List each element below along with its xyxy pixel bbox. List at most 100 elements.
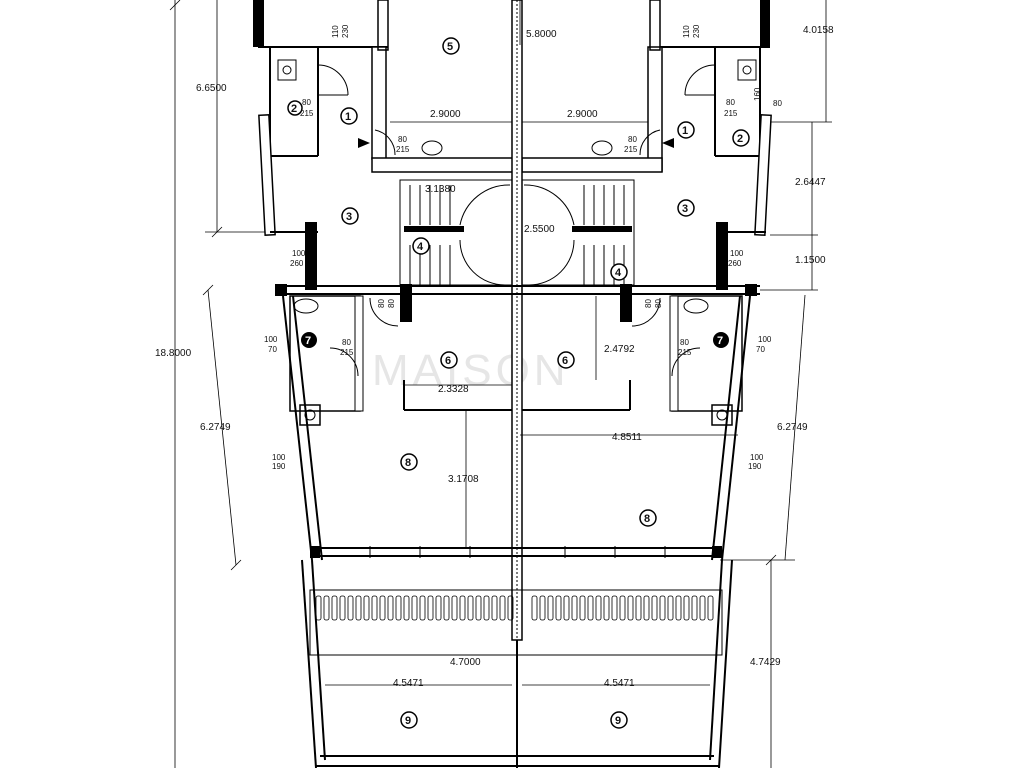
railing-baluster: [395, 595, 402, 621]
svg-text:70: 70: [756, 345, 765, 354]
svg-text:100: 100: [730, 249, 744, 258]
svg-text:100: 100: [758, 335, 772, 344]
dim-right-top: 4.0158: [803, 25, 834, 36]
right-dimension-lines: [720, 0, 832, 768]
dim-living-left: 2.3328: [438, 384, 469, 395]
railing-baluster: [435, 595, 442, 621]
svg-text:6: 6: [445, 355, 451, 367]
railing-baluster: [667, 595, 674, 621]
room-labels: 1 1 2 2 3 3 4 4 5 6 6 7 7 8 8 9 9: [287, 37, 750, 729]
railing-baluster: [579, 595, 586, 621]
railing-baluster: [683, 595, 690, 621]
svg-text:190: 190: [748, 462, 762, 471]
railing-baluster: [603, 595, 610, 621]
dim-terrace-left: 4.5471: [393, 678, 424, 689]
svg-text:215: 215: [678, 348, 692, 357]
svg-text:260: 260: [728, 259, 742, 268]
railing-baluster: [315, 595, 322, 621]
railing-baluster: [659, 595, 666, 621]
svg-text:2: 2: [737, 133, 743, 145]
svg-text:215: 215: [624, 145, 638, 154]
railing-baluster: [403, 595, 410, 621]
dim-right-middle: 6.2749: [777, 422, 808, 433]
svg-text:80: 80: [302, 98, 311, 107]
dim-terrace-right: 4.5471: [604, 678, 635, 689]
opening-annotations: 110 230 110 230 80 215 80 215 80 215 80 …: [264, 24, 782, 471]
svg-text:80: 80: [387, 299, 396, 308]
railing-baluster: [707, 595, 714, 621]
railing-baluster: [475, 595, 482, 621]
svg-text:1: 1: [345, 111, 351, 123]
svg-text:7: 7: [305, 335, 311, 347]
balcony-facade: [310, 546, 722, 558]
railing-baluster: [331, 595, 338, 621]
svg-text:8: 8: [405, 457, 411, 469]
dim-wc-left: 2.9000: [430, 109, 461, 120]
svg-text:100: 100: [272, 453, 286, 462]
staircase-left: [399, 179, 513, 286]
dim-room8-height: 3.1708: [448, 474, 479, 485]
dim-left-middle: 6.2749: [200, 422, 231, 433]
svg-text:9: 9: [615, 715, 621, 727]
railing-baluster: [459, 595, 466, 621]
svg-text:190: 190: [272, 462, 286, 471]
railing-baluster: [323, 595, 330, 621]
railing-baluster: [643, 595, 650, 621]
sanitary-fixtures: [277, 59, 757, 426]
dim-stair-right: 2.5500: [524, 224, 555, 235]
railing-baluster: [675, 595, 682, 621]
svg-text:110: 110: [682, 25, 691, 38]
railing-baluster: [411, 595, 418, 621]
railing-baluster: [427, 595, 434, 621]
railing-baluster: [611, 595, 618, 621]
dim-left-upper: 6.6500: [196, 83, 227, 94]
railing-baluster: [467, 595, 474, 621]
dim-top-center: 5.8000: [526, 29, 557, 40]
entry-arrow-right: [662, 138, 674, 148]
svg-text:80: 80: [654, 299, 663, 308]
railing-baluster: [547, 595, 554, 621]
railing-baluster: [443, 595, 450, 621]
svg-text:80: 80: [726, 98, 735, 107]
svg-text:8: 8: [644, 513, 650, 525]
railing-baluster: [451, 595, 458, 621]
railing-baluster: [363, 595, 370, 621]
svg-text:100: 100: [264, 335, 278, 344]
svg-text:100: 100: [750, 453, 764, 462]
svg-text:215: 215: [724, 109, 738, 118]
svg-text:80: 80: [773, 99, 782, 108]
svg-text:80: 80: [644, 299, 653, 308]
railing-baluster: [379, 595, 386, 621]
upper-left-unit-walls: [253, 0, 515, 290]
dim-right-upper: 2.6447: [795, 177, 826, 188]
dim-living-height: 2.4792: [604, 344, 635, 355]
svg-text:80: 80: [377, 299, 386, 308]
railing-baluster: [563, 595, 570, 621]
svg-text:80: 80: [342, 338, 351, 347]
railing-baluster: [539, 595, 546, 621]
railing-baluster: [483, 595, 490, 621]
svg-text:9: 9: [405, 715, 411, 727]
railing-baluster: [371, 595, 378, 621]
railing-baluster: [347, 595, 354, 621]
railing-baluster: [491, 595, 498, 621]
svg-text:4: 4: [615, 267, 622, 279]
railing-baluster: [691, 595, 698, 621]
terrace-railing: [315, 595, 714, 621]
railing-baluster: [635, 595, 642, 621]
svg-text:80: 80: [398, 135, 407, 144]
svg-text:1: 1: [682, 125, 688, 137]
svg-text:160: 160: [753, 87, 762, 101]
svg-text:3: 3: [346, 211, 352, 223]
svg-text:2: 2: [291, 103, 297, 115]
middle-floor-walls: [275, 284, 760, 561]
dim-overall-height: 18.8000: [155, 348, 192, 359]
watermark: MAISON: [372, 346, 570, 395]
svg-text:260: 260: [290, 259, 304, 268]
railing-baluster: [499, 595, 506, 621]
door-swings: [317, 64, 716, 377]
dim-wc-right: 2.9000: [567, 109, 598, 120]
railing-baluster: [619, 595, 626, 621]
svg-text:80: 80: [628, 135, 637, 144]
svg-text:230: 230: [341, 24, 350, 38]
